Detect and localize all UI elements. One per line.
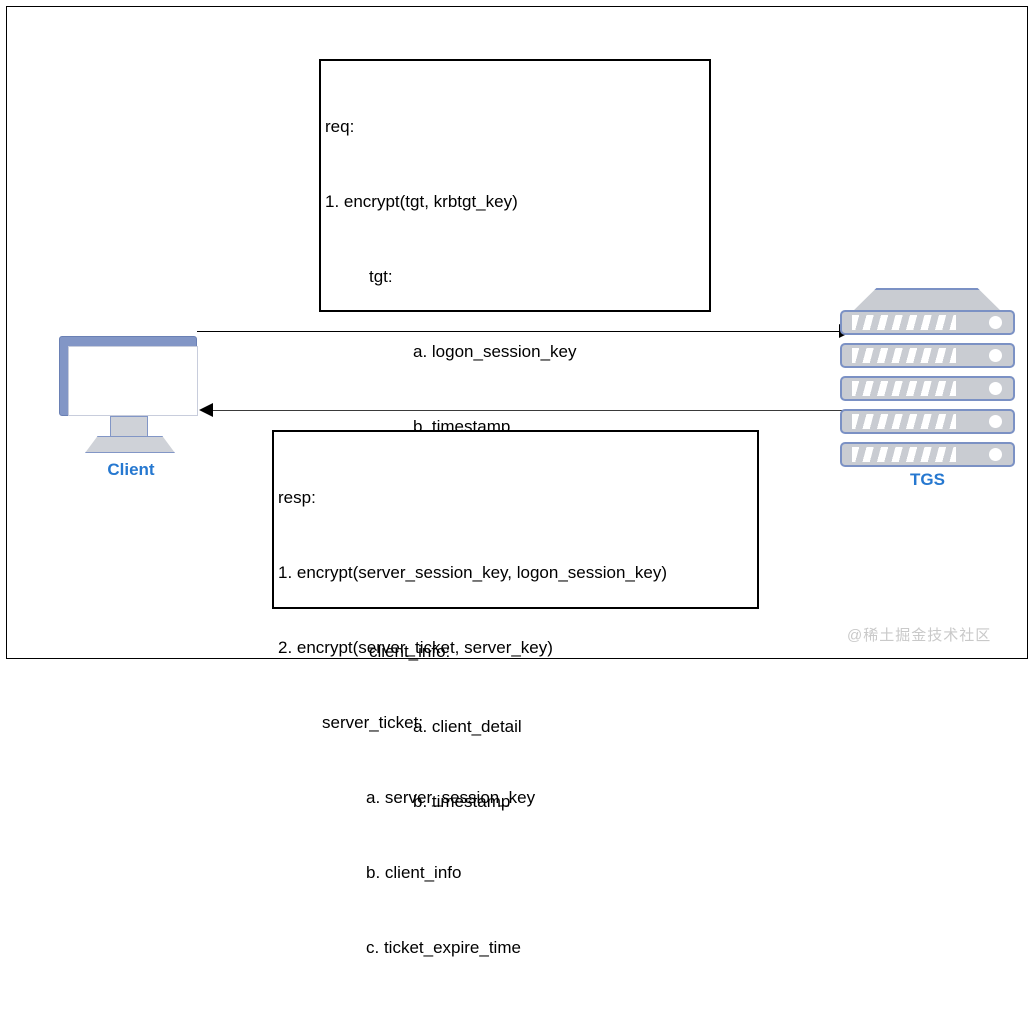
server-vents-icon [852, 348, 956, 363]
server-led-icon [989, 448, 1002, 461]
response-line-4: a. server_session_key [366, 788, 536, 807]
connector-client-to-tgs [197, 331, 849, 332]
response-line-0: resp: [278, 488, 316, 507]
server-vents-icon [852, 381, 956, 396]
node-tgs: TGS [840, 288, 1015, 503]
watermark: @稀土掘金技术社区 [847, 627, 992, 644]
response-line-3: server_ticket: [322, 713, 424, 732]
server-vents-icon [852, 414, 956, 429]
server-unit-4 [840, 409, 1015, 434]
server-led-icon [989, 382, 1002, 395]
request-line-7: client_info: [369, 642, 451, 661]
server-led-icon [989, 415, 1002, 428]
server-led-icon [989, 316, 1002, 329]
server-unit-2 [840, 343, 1015, 368]
server-unit-3 [840, 376, 1015, 401]
request-line-3: a. logon_session_key [413, 342, 577, 361]
server-unit-1 [840, 310, 1015, 335]
monitor-stand-base [85, 436, 175, 453]
node-client: Client [55, 332, 207, 487]
node-tgs-label: TGS [910, 470, 945, 489]
response-line-5: b. client_info [366, 863, 462, 882]
server-vents-icon [852, 315, 956, 330]
request-line-2: tgt: [369, 267, 393, 286]
monitor-stand-neck [110, 416, 148, 438]
diagram-canvas: req: 1. encrypt(tgt, krbtgt_key) tgt: a.… [6, 6, 1028, 957]
server-led-icon [989, 349, 1002, 362]
request-message-box: req: 1. encrypt(tgt, krbtgt_key) tgt: a.… [319, 59, 711, 811]
connector-tgs-to-client [205, 410, 853, 411]
request-line-0: req: [325, 117, 355, 136]
server-vents-icon [852, 447, 956, 462]
node-client-label: Client [107, 460, 155, 479]
response-line-6: c. ticket_expire_time [366, 938, 521, 957]
server-unit-5 [840, 442, 1015, 467]
response-message-box: resp: 1. encrypt(server_session_key, log… [272, 430, 759, 957]
monitor-screen [68, 346, 198, 416]
response-line-2: 2. encrypt(server_ticket, server_key) [278, 638, 553, 657]
arrowhead-left-icon [199, 403, 213, 417]
desktop-monitor-icon [59, 336, 198, 416]
response-line-1: 1. encrypt(server_session_key, logon_ses… [278, 563, 667, 582]
request-line-1: 1. encrypt(tgt, krbtgt_key) [325, 192, 518, 211]
